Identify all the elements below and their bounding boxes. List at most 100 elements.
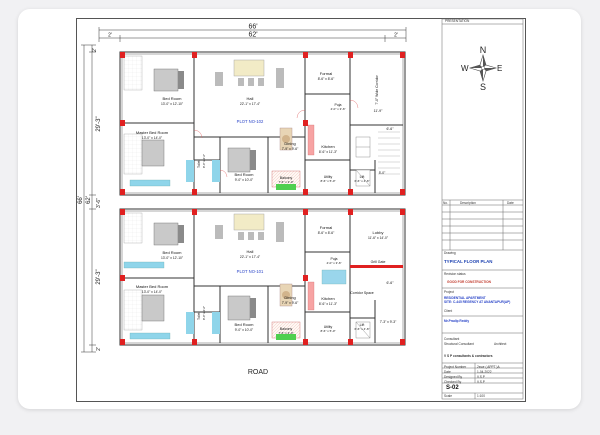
lower-hall-label: Hall: [247, 249, 254, 254]
tb-client-label: Client: [444, 309, 453, 313]
upper-toilet-dim: 8'-0" x 4'-6": [202, 154, 206, 168]
upper-balcony-label: Balcony: [280, 176, 293, 180]
lower-formal-label: Formal: [320, 225, 333, 230]
lower-lift-dim: 6'-6" x 4'-6": [354, 327, 369, 331]
upper-bed1-label: Bed Room: [163, 96, 183, 101]
tb-project-label: Project: [444, 290, 454, 294]
lower-lobby-label: Lobby: [373, 230, 384, 235]
tb-drawing-label: Drawing: [444, 251, 456, 255]
tb-date-label: Date: [444, 370, 451, 374]
tb-scale-label: Scale: [444, 394, 452, 398]
tb-project-num-label: Project Number: [444, 365, 467, 369]
lower-puja-dim: 4'-0" x 3'-6": [326, 261, 341, 265]
upper-dining-dim: 7'-9" x 9'-6": [282, 147, 299, 151]
tb-col-date: Date: [507, 201, 514, 205]
compass-rose-icon: [468, 53, 498, 83]
lower-dim-c: 7'-3" x 9'-3": [380, 320, 397, 324]
road-label: ROAD: [248, 369, 268, 376]
tb-checked: V.S.P: [477, 380, 485, 384]
upper-puja-label: Puja: [334, 103, 341, 107]
depth-top-label: 29'-3": [96, 116, 102, 131]
lower-kitchen-label: Kitchen: [321, 296, 334, 301]
upper-master-label: Master Bed Room: [136, 130, 169, 135]
lower-lobby-dim: 11'-6" x 14'-0": [368, 236, 389, 240]
tb-project-line2: SITE: C-445 REGENCY AT ANANTAPUR(AP): [444, 300, 511, 304]
upper-corridor-label: 7'-0" Wide Corridor: [375, 74, 379, 104]
tb-col-desc: Description: [460, 201, 476, 205]
upper-furniture: [123, 55, 400, 190]
compass-e: E: [497, 64, 502, 73]
lower-kitchen-dim: 8'-6" x 11'-3": [319, 302, 338, 306]
tb-revision-label: Revision status: [444, 272, 466, 276]
upper-bed1-dim: 13'-0" x 12'-10": [161, 102, 184, 106]
upper-stair-dim: 6'-6": [387, 127, 395, 131]
lower-balcony-label: Balcony: [280, 327, 293, 331]
upper-formal-label: Formal: [320, 71, 333, 76]
mid-gap-label: 3'-6": [96, 198, 102, 208]
lower-dining-dim: 7'-9" x 9'-6": [282, 301, 299, 305]
tb-drawing-title: TYPICAL FLOOR PLAN: [444, 259, 493, 264]
upper-master-dim: 13'-0" x 14'-0": [142, 136, 163, 140]
lower-bed1-dim: 13'-0" x 12'-10": [161, 256, 184, 260]
tb-designed: V.S.P: [477, 375, 485, 379]
margin-right-label: 2': [394, 33, 398, 39]
upper-formal-dim: 8'-6" x 8'-6": [318, 77, 335, 81]
upper-bed2-dim: 9'-0" x 10'-0": [235, 178, 254, 182]
upper-lift-label: Lift: [360, 175, 365, 179]
lower-bed1-label: Bed Room: [163, 250, 183, 255]
lower-puja-label: Puja: [330, 257, 337, 261]
tb-structural-label: Structural Consultant: [444, 342, 474, 346]
bottom-edge-label: 2': [96, 347, 102, 351]
lower-lift-label: Lift: [360, 323, 365, 327]
inner-width-label: 62': [248, 32, 257, 39]
upper-bed2-label: Bed Room: [235, 172, 255, 177]
upper-kitchen-label: Kitchen: [321, 144, 334, 149]
lower-bed2-dim: 9'-0" x 10'-0": [235, 328, 254, 332]
lower-dining-label: Dining: [284, 295, 295, 300]
compass-n: N: [480, 45, 487, 55]
compass-s: S: [480, 82, 486, 92]
lower-stair-dim: 6'-6": [387, 281, 395, 285]
margin-left-label: 2': [108, 33, 112, 39]
tb-firm: V S P consultants & contractors: [444, 354, 493, 358]
upper-utility-label: Utility: [324, 175, 333, 179]
lower-toilet-dim: 8'-0" x 4'-6": [202, 306, 206, 320]
title-block-frame: [441, 18, 524, 400]
inner-height-label: 62': [86, 196, 92, 204]
tb-date: 1-04-2022: [477, 370, 492, 374]
top-dimensions: [98, 27, 407, 42]
lower-utility-label: Utility: [324, 325, 333, 329]
tb-sheet: S-02: [446, 385, 459, 391]
upper-hall-label: Hall: [247, 96, 254, 101]
lower-master-dim: 13'-0" x 14'-0": [142, 290, 163, 294]
tb-architect-label: Architect: [494, 342, 507, 346]
depth-bottom-label: 29'-3": [96, 269, 102, 284]
upper-plot-label: PLOT NO-102: [237, 119, 264, 124]
overall-height-label: 66': [78, 196, 84, 204]
upper-balcony-dim: 7'-6" x 3'-0": [278, 180, 293, 184]
upper-dim-b: 5'-0": [379, 171, 386, 175]
tb-client: Mr.Pradip Reddy: [444, 319, 470, 323]
overall-width-label: 66': [248, 24, 257, 31]
upper-door-swings: [193, 99, 359, 178]
upper-toilet-label: Toilet: [197, 160, 201, 168]
lower-hall-dim: 22'-1" x 17'-4": [240, 255, 261, 259]
tb-project-line1: RESIDENTIAL APARTMENT: [444, 296, 486, 300]
lower-toilet-label: Toilet: [197, 312, 201, 320]
lower-utility-dim: 8'-6" x 5'-0": [320, 329, 335, 333]
upper-dim-a: 11'-9": [374, 109, 383, 113]
upper-kitchen-dim: 8'-6" x 11'-3": [319, 150, 338, 154]
tb-designed-label: Designed By: [444, 375, 463, 379]
tb-checked-label: Checked By: [444, 380, 462, 384]
upper-lift-dim: 6'-6" x 4'-6": [354, 179, 369, 183]
upper-puja-dim: 4'-0" x 3'-6": [330, 107, 345, 111]
tb-project-num: 2ssvr ( APPT )A: [477, 365, 500, 369]
tb-revision: GOOD FOR CONSTRUCTION: [447, 280, 491, 284]
upper-columns: [120, 52, 405, 195]
tb-header: PRESENTATION: [445, 19, 470, 23]
upper-utility-dim: 8'-6" x 5'-0": [320, 179, 335, 183]
left-dimensions: [81, 44, 96, 353]
lower-bed2-label: Bed Room: [235, 322, 255, 327]
lower-corridor-label: Corridor Space: [350, 291, 374, 295]
